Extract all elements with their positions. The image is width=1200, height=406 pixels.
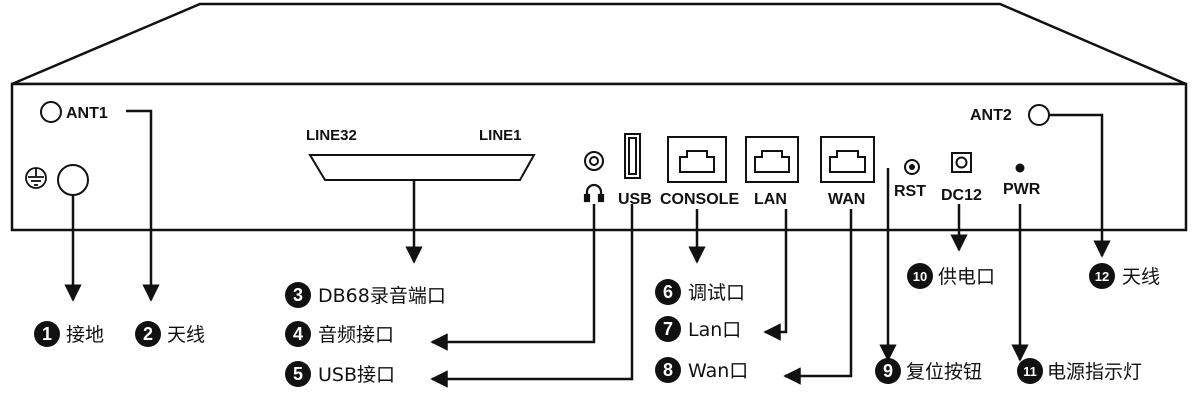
console-label: CONSOLE <box>660 191 739 208</box>
badge-2-number: 2 <box>143 324 153 344</box>
line1-label: LINE1 <box>479 127 522 144</box>
callout-9: 9 复位按钮 <box>875 358 982 384</box>
badge-6-icon <box>655 279 681 305</box>
arrow-icon <box>64 109 1111 388</box>
badge-7-number: 7 <box>663 319 673 339</box>
pwr-label: PWR <box>1003 181 1041 198</box>
badge-11-icon <box>1017 358 1043 384</box>
callout-1-text: 接地 <box>66 324 104 346</box>
db68-connector-icon <box>308 154 536 181</box>
badge-2-icon <box>135 321 161 347</box>
callout-3-text: DB68录音端口 <box>318 285 446 307</box>
audio-jack-icon <box>584 151 604 171</box>
callout-7-text: Lan口 <box>688 319 741 341</box>
badge-12-number: 12 <box>1095 269 1109 284</box>
badge-7-icon <box>655 316 681 342</box>
callout-10-text: 供电口 <box>938 266 995 288</box>
callout-9-text: 复位按钮 <box>906 361 982 383</box>
ant1-label: ANT1 <box>66 105 108 122</box>
ant1-connector-icon <box>40 101 62 123</box>
callout-3: 3 DB68录音端口 <box>285 282 446 308</box>
dc12-label: DC12 <box>941 187 982 204</box>
console-rj45-port-icon <box>667 136 727 183</box>
badge-9-number: 9 <box>883 361 893 381</box>
usb-label: USB <box>618 191 652 208</box>
power-led-icon <box>1015 163 1025 173</box>
badge-10-icon <box>907 263 933 289</box>
callout-7: 7 Lan口 <box>655 316 741 342</box>
device-chassis <box>10 2 1188 232</box>
callout-6: 6 调试口 <box>655 279 745 305</box>
usb-port-icon <box>624 133 641 179</box>
rst-label: RST <box>894 183 926 200</box>
badge-5-icon <box>285 361 311 387</box>
badge-9-icon <box>875 358 901 384</box>
badge-1-number: 1 <box>42 324 52 344</box>
badge-4-number: 4 <box>293 324 303 344</box>
ground-icon <box>25 167 47 189</box>
badge-8-icon <box>655 357 681 383</box>
badge-8-number: 8 <box>663 360 673 380</box>
callout-2: 2 天线 <box>135 321 205 347</box>
callout-12-text: 天线 <box>1122 266 1160 288</box>
callout-10: 10 供电口 <box>907 263 995 289</box>
lan-label: LAN <box>754 191 787 208</box>
callout-2-text: 天线 <box>167 324 205 346</box>
wan-rj45-port-icon <box>820 136 875 183</box>
badge-4-icon <box>285 321 311 347</box>
badge-11-number: 11 <box>1023 364 1037 379</box>
badge-6-number: 6 <box>663 282 673 302</box>
callout-11-text: 电源指示灯 <box>1047 361 1142 383</box>
callout-8: 8 Wan口 <box>655 357 748 383</box>
line32-label: LINE32 <box>306 127 357 144</box>
headphone-icon <box>583 183 605 203</box>
callout-5-text: USB接口 <box>318 364 395 386</box>
callout-4-text: 音频接口 <box>318 324 394 346</box>
callout-8-text: Wan口 <box>688 360 748 382</box>
callout-12: 12 天线 <box>1089 263 1160 289</box>
badge-3-icon <box>285 282 311 308</box>
wan-label: WAN <box>828 191 865 208</box>
dc-power-jack-icon <box>951 152 972 173</box>
badge-1-icon <box>34 321 60 347</box>
badge-12-icon <box>1089 263 1115 289</box>
callout-4: 4 音频接口 <box>285 321 394 347</box>
callout-1: 1 接地 <box>34 321 104 347</box>
lan-rj45-port-icon <box>745 136 799 183</box>
badge-3-number: 3 <box>293 285 303 305</box>
callout-11: 11 电源指示灯 <box>1017 358 1142 384</box>
badge-10-number: 10 <box>913 269 927 284</box>
reset-button-icon <box>904 159 920 175</box>
ant2-label: ANT2 <box>970 107 1012 124</box>
badge-5-number: 5 <box>293 364 303 384</box>
callout-5: 5 USB接口 <box>285 361 395 387</box>
callout-6-text: 调试口 <box>688 282 745 304</box>
